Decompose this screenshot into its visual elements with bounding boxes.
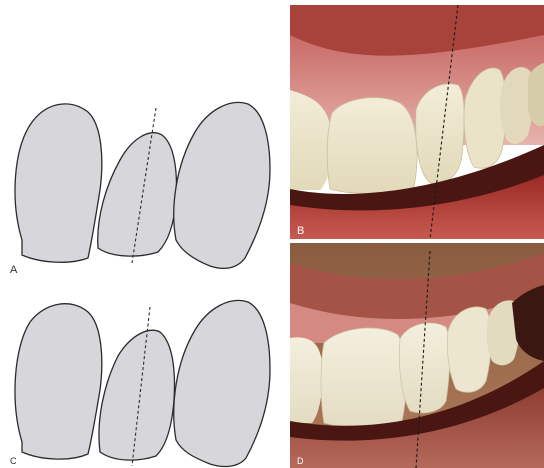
lateral-incisor-outline [98, 133, 177, 256]
label-b: B [297, 225, 304, 237]
label-c: C [10, 456, 17, 466]
canine [447, 307, 491, 392]
lateral-incisor [416, 84, 465, 185]
lateral-incisor [399, 323, 449, 413]
diagram-c-svg [0, 292, 285, 468]
photo-d [290, 243, 544, 468]
photo-b-svg [290, 5, 544, 239]
central-incisor-2 [327, 98, 417, 194]
canine-outline [174, 300, 270, 466]
central-incisor-outline [15, 304, 102, 459]
canine-outline [174, 102, 270, 268]
central-incisor [290, 337, 323, 423]
central-incisor-2 [321, 328, 406, 427]
diagram-c [0, 292, 285, 468]
lateral-incisor-outline [99, 330, 175, 460]
central-incisor-outline [15, 104, 102, 262]
diagram-a-svg [0, 90, 285, 275]
label-a: A [10, 264, 17, 276]
diagram-a [0, 90, 285, 275]
photo-d-svg [290, 243, 544, 468]
label-d: D [297, 456, 304, 466]
photo-b [290, 5, 544, 239]
